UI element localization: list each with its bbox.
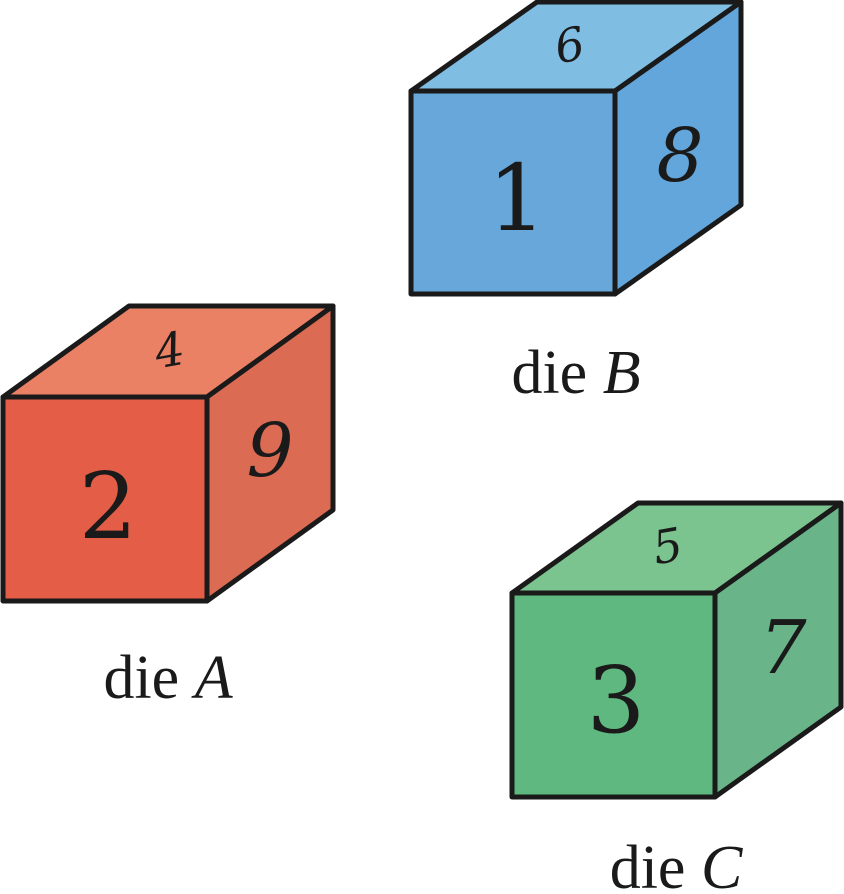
die-c-front-number: 3 (587, 647, 646, 754)
die-b-front-number: 1 (488, 145, 547, 252)
die-c-front-face (509, 590, 718, 800)
die-a-caption-var: A (191, 644, 234, 712)
die-b-front-face (408, 88, 618, 297)
die-c-side-number: 7 (759, 605, 806, 691)
die-a-caption: die A (103, 644, 233, 712)
die-b-caption-prefix: die (511, 339, 587, 407)
die-c: 5 7 3 die C (509, 500, 844, 894)
die-a-side-number: 9 (246, 408, 293, 494)
die-c-caption-prefix: die (610, 834, 686, 894)
die-b-side-number: 8 (656, 113, 703, 199)
die-a-front-number: 2 (79, 453, 138, 560)
die-a: 4 9 2 die A (0, 303, 336, 712)
die-b: 6 8 1 die B (408, 0, 744, 407)
die-a-front-face (0, 394, 210, 604)
die-b-caption: die B (511, 339, 640, 407)
die-c-caption-var: C (701, 834, 743, 894)
die-c-caption: die C (610, 834, 743, 894)
die-b-caption-var: B (603, 339, 641, 407)
die-a-caption-prefix: die (103, 644, 179, 712)
